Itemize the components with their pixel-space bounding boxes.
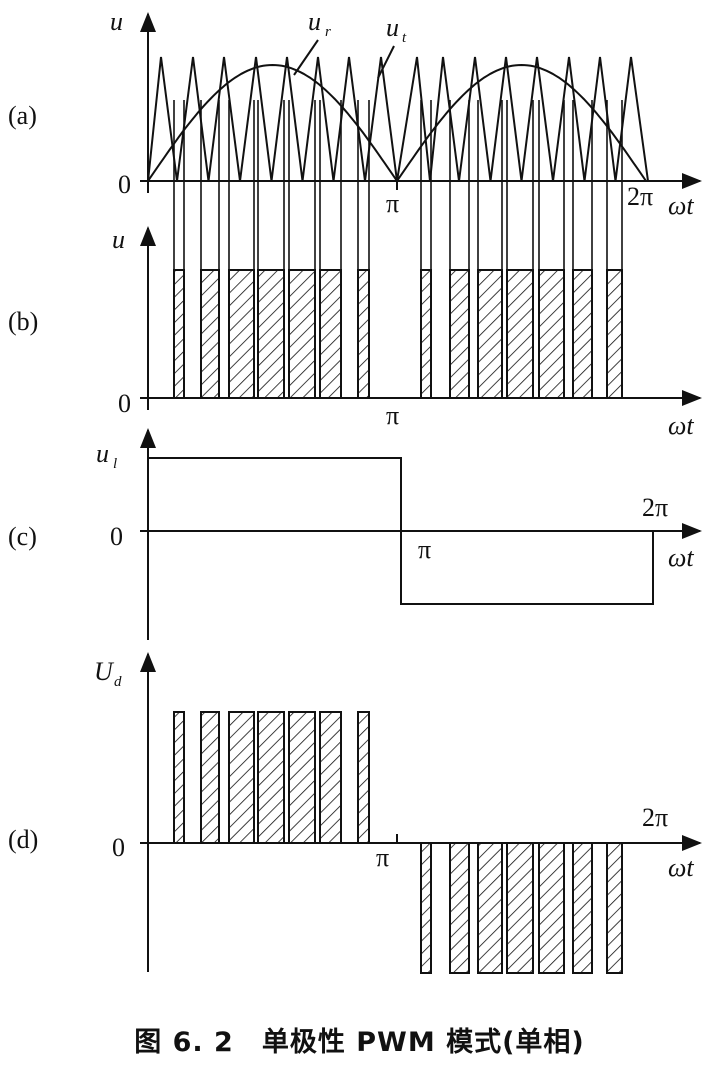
panel-b-y-label: u [112,225,125,254]
panel-c-y-label-main: u [96,439,109,468]
panel-a-carrier-leader [293,39,319,76]
panel-d-pulse-positive [357,711,370,844]
panel-b-pulse [288,269,316,399]
panel-a-carrier-sub: r [325,24,331,40]
panel-c-origin-label: 0 [110,522,123,551]
panel-a-two-pi-label: 2π [627,182,653,211]
panel-b-pulse [228,269,255,399]
panel-d-origin-label: 0 [112,833,125,862]
panel-b-pulse [477,269,503,399]
panel-d-x-label: ωt [668,853,694,882]
panel-b-pulse [357,269,370,399]
panel-a-switch-lines [173,100,623,270]
panel-b-pulses [173,269,623,399]
panel-d-pulse-positive [173,711,185,844]
panel-d-pulse-negative [572,842,593,974]
panel-c-pi-label: π [418,535,431,564]
panel-b-pulse [449,269,470,399]
panel-d-two-pi-label: 2π [642,803,668,832]
panel-c-square-wave [148,457,654,605]
panel-a-y-label: u [110,7,123,36]
panel-a-modulating-sub: t [402,30,407,46]
panel-c-y-label-sub: l [113,456,117,472]
panel-d-y-label-main: U [94,657,115,686]
figure-caption: 图 6. 2 单极性 PWM 模式(单相) [134,1027,585,1058]
panel-d-pulse-positive [288,711,316,844]
panel-b-pulse [257,269,285,399]
panel-a-x-label: ωt [668,191,694,220]
panel-b-pulse [173,269,185,399]
panel-d-label: (d) [8,825,38,854]
panel-d-pulse-positive [200,711,220,844]
panel-a-modulating-main: u [386,13,399,42]
panel-d-pulse-positive [319,711,342,844]
panel-c-label: (c) [8,522,37,551]
panel-c: (c) u l 0 π 2π ωt [8,428,702,640]
panel-a-carrier-main: u [308,7,321,36]
panel-d-pulse-negative [477,842,503,974]
panel-d-pulse-negative [506,842,534,974]
panel-a-pi-label: π [386,189,399,218]
panel-b-pulse [572,269,593,399]
panel-b: (b) u 0 π ωt [8,225,702,440]
panel-d-y-label-sub: d [114,674,122,690]
panel-c-y-label: u l [96,439,117,472]
panel-d-pi-label: π [376,843,389,872]
panel-b-pi-label: π [386,401,399,430]
panel-d-pulse-negative [420,842,432,974]
panel-d-pulse-negative [606,842,623,974]
panel-b-label: (b) [8,307,38,336]
panel-a-modulating-label: u t [386,13,407,46]
panel-b-pulse [420,269,432,399]
panel-a-origin-label: 0 [118,170,131,199]
panel-b-pulse [506,269,534,399]
panel-d: (d) U d 0 π 2π ωt [8,652,702,974]
panel-a-label: (a) [8,101,37,130]
panel-d-pulses [173,711,623,974]
panel-d-pulse-negative [449,842,470,974]
panel-d-y-label: U d [94,657,122,690]
panel-b-pulse [538,269,565,399]
panel-d-pulse-positive [228,711,255,844]
panel-b-origin-label: 0 [118,389,131,418]
panel-d-pulse-negative [538,842,565,974]
panel-b-pulse [319,269,342,399]
panel-a-carrier-label: u r [308,7,331,40]
panel-a-modulating-leader [377,45,395,79]
panel-c-two-pi-label: 2π [642,493,668,522]
panel-b-pulse [606,269,623,399]
panel-b-x-label: ωt [668,411,694,440]
panel-a: (a) u u r u t 0 π 2π ωt [8,7,702,270]
panel-b-pulse [200,269,220,399]
panel-d-pulse-positive [257,711,285,844]
panel-a-carrier-wave [147,56,649,182]
panel-c-x-label: ωt [668,543,694,572]
